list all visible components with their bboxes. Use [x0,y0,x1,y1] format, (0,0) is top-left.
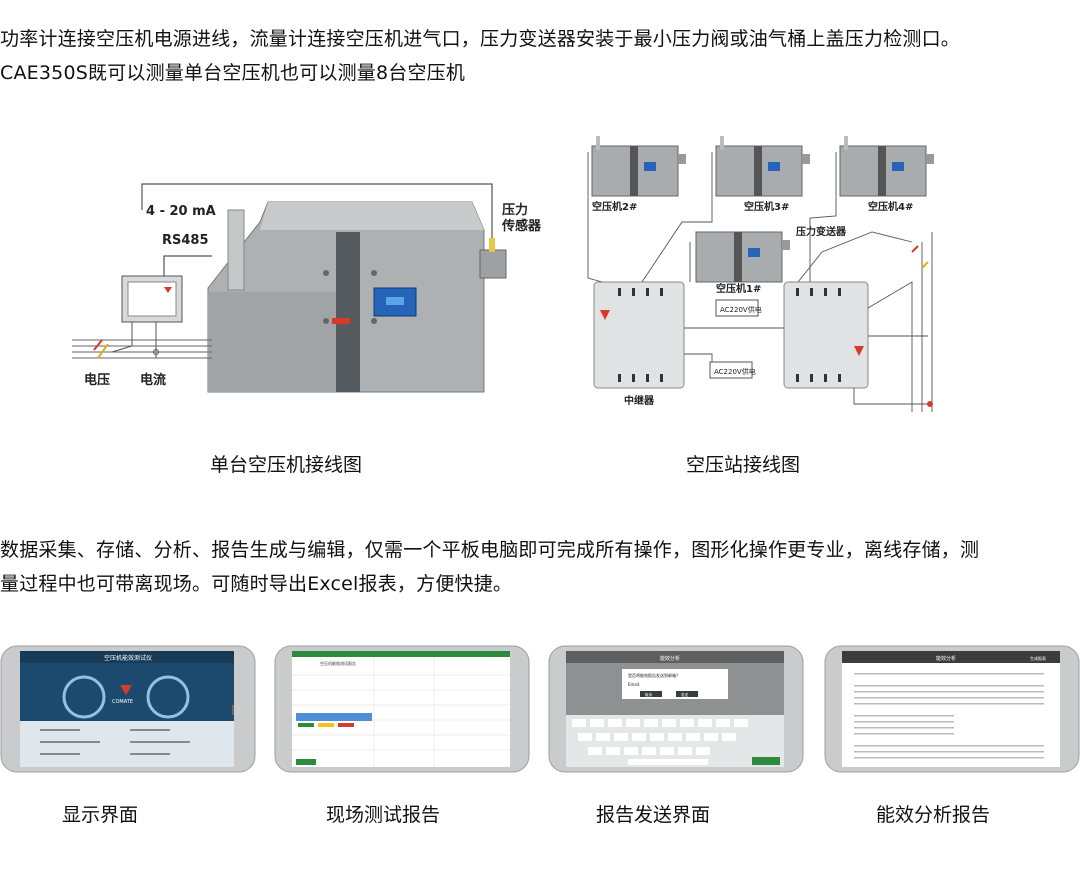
compressor-4 [839,136,934,197]
label-compressor-1: 空压机1# [716,282,761,295]
label-ac220-1: AC220V供电 [720,305,762,314]
relay-box-right [783,281,869,389]
compressor-1 [695,231,790,283]
label-pressure-transmitter: 压力变送器 [796,225,847,238]
tablet-analysis-screen: 能效分析 生成报表 [824,645,1080,773]
label-compressor-3: 空压机3# [744,200,789,213]
screen2-title: 空压机能效测试报告 [320,660,356,666]
screen3-cancel-button: 取消 [645,692,653,697]
single-compressor-wiring-diagram: 4 - 20 mA RS485 压力 传感器 电压 电流 [72,183,542,393]
relay-box-left [593,281,685,389]
screen3-send-button: 发送 [681,692,689,697]
screen1-caption: 显示界面 [62,804,139,826]
label-current: 电流 [140,372,166,388]
compressor-3 [715,136,810,197]
body-paragraph: 数据采集、存储、分析、报告生成与编辑，仅需一个平板电脑即可完成所有操作，图形化操… [0,533,1080,601]
label-relay: 中继器 [624,394,655,407]
screen3-title: 能效分析 [660,655,680,662]
screen3-caption: 报告发送界面 [596,804,711,826]
screen4-title: 能效分析 [936,655,956,662]
label-compressor-4: 空压机4# [868,200,913,213]
label-voltage: 电压 [84,372,110,388]
tablet-report-screen: 空压机能效测试报告 [274,645,530,773]
body-line-2: 量过程中也可带离现场。可随时导出Excel报表，方便快捷。 [0,573,513,595]
tablet-send-screen: 能效分析 是否将能效报告发送到邮箱? Email: 取消 发送 [548,645,804,773]
screen3-dialog: 是否将能效报告发送到邮箱? [628,672,678,678]
screen1-brand: COMATE [112,699,133,705]
intro-line-2: CAE350S既可以测量单台空压机也可以测量8台空压机 [0,62,466,84]
label-rs485: RS485 [162,233,209,248]
intro-line-1: 功率计连接空压机电源进线，流量计连接空压机进气口，压力变送器安装于最小压力阀或油… [0,28,961,50]
label-4-20ma: 4 - 20 mA [146,204,216,219]
screen4-caption: 能效分析报告 [876,804,991,826]
label-sensor: 传感器 [501,218,542,234]
intro-paragraph: 功率计连接空压机电源进线，流量计连接空压机进气口，压力变送器安装于最小压力阀或油… [0,22,1080,90]
screen1-title: 空压机能效测试仪 [104,654,152,662]
label-compressor-2: 空压机2# [592,200,637,213]
screen4-corner: 生成报表 [1030,655,1046,661]
single-diagram-caption: 单台空压机接线图 [210,454,363,476]
label-ac220-2: AC220V供电 [714,367,756,376]
compressor-2 [591,136,686,197]
tablet-display-screen: 空压机能效测试仪 COMATE [0,645,256,773]
label-pressure: 压力 [502,202,528,218]
screen2-caption: 现场测试报告 [326,804,441,826]
body-line-1: 数据采集、存储、分析、报告生成与编辑，仅需一个平板电脑即可完成所有操作，图形化操… [0,539,980,561]
screen3-email-label: Email: [628,682,640,687]
station-wiring-diagram: 空压机2# 空压机3# 空压机4# 空压机1# 压力变送器 AC220V供电 A… [587,136,934,412]
station-diagram-caption: 空压站接线图 [686,454,801,476]
